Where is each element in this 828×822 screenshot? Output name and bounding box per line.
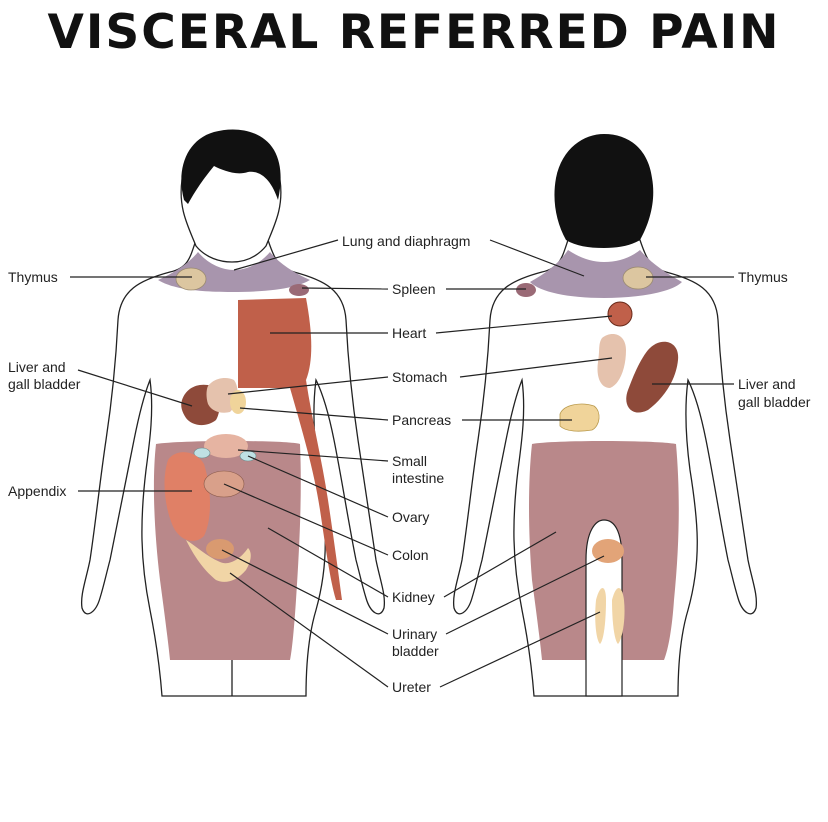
front-spleen-zone xyxy=(289,284,309,296)
front-bladder-zone xyxy=(186,540,251,582)
label-spleen: Spleen xyxy=(392,281,436,297)
label-thymus-front: Thymus xyxy=(8,269,58,285)
diagram-labels: Thymus Liver and gall bladder Appendix L… xyxy=(8,233,811,695)
diagram-title: VISCERAL REFERRED PAIN xyxy=(47,5,781,60)
back-thymus-zone xyxy=(622,266,654,290)
front-hair xyxy=(181,129,281,204)
label-lung-diaphragm: Lung and diaphragm xyxy=(342,233,470,249)
label-urinary-bladder-line1: Urinary xyxy=(392,626,437,642)
back-ureter-left-zone xyxy=(595,588,606,644)
back-leader-lines xyxy=(435,239,734,688)
front-bladder-core-zone xyxy=(206,539,234,559)
back-heart-zone xyxy=(607,301,633,327)
back-head xyxy=(554,134,654,248)
back-liver-zone xyxy=(626,341,679,413)
front-heart-zone xyxy=(238,298,312,388)
back-spleen-zone xyxy=(516,283,536,297)
back-bladder-zone xyxy=(592,539,624,563)
back-ureter-right-zone xyxy=(612,588,625,644)
label-kidney: Kidney xyxy=(392,589,435,605)
label-liver-front-line1: Liver and xyxy=(8,359,66,375)
label-pancreas: Pancreas xyxy=(392,412,451,428)
label-liver-back-line2: gall bladder xyxy=(738,394,811,410)
front-stomach-zone xyxy=(206,378,238,413)
label-stomach: Stomach xyxy=(392,369,447,385)
label-heart: Heart xyxy=(392,325,426,341)
label-liver-back-line1: Liver and xyxy=(738,376,796,392)
label-ureter: Ureter xyxy=(392,679,431,695)
front-ovary-left-zone xyxy=(193,447,211,459)
label-appendix: Appendix xyxy=(8,483,66,499)
back-pancreas-zone xyxy=(559,403,600,432)
front-thymus-zone xyxy=(175,267,207,291)
front-heart-arm-zone xyxy=(290,380,342,600)
label-small-intestine-line1: Small xyxy=(392,453,427,469)
front-small-intestine-zone xyxy=(204,434,248,458)
front-leader-lines xyxy=(70,239,389,688)
back-stomach-zone xyxy=(597,334,626,388)
front-appendix-zone xyxy=(164,452,210,541)
label-ovary: Ovary xyxy=(392,509,429,525)
label-small-intestine-line2: intestine xyxy=(392,470,444,486)
label-urinary-bladder-line2: bladder xyxy=(392,643,439,659)
label-colon: Colon xyxy=(392,547,429,563)
label-liver-front-line2: gall bladder xyxy=(8,376,81,392)
label-thymus-back: Thymus xyxy=(738,269,788,285)
